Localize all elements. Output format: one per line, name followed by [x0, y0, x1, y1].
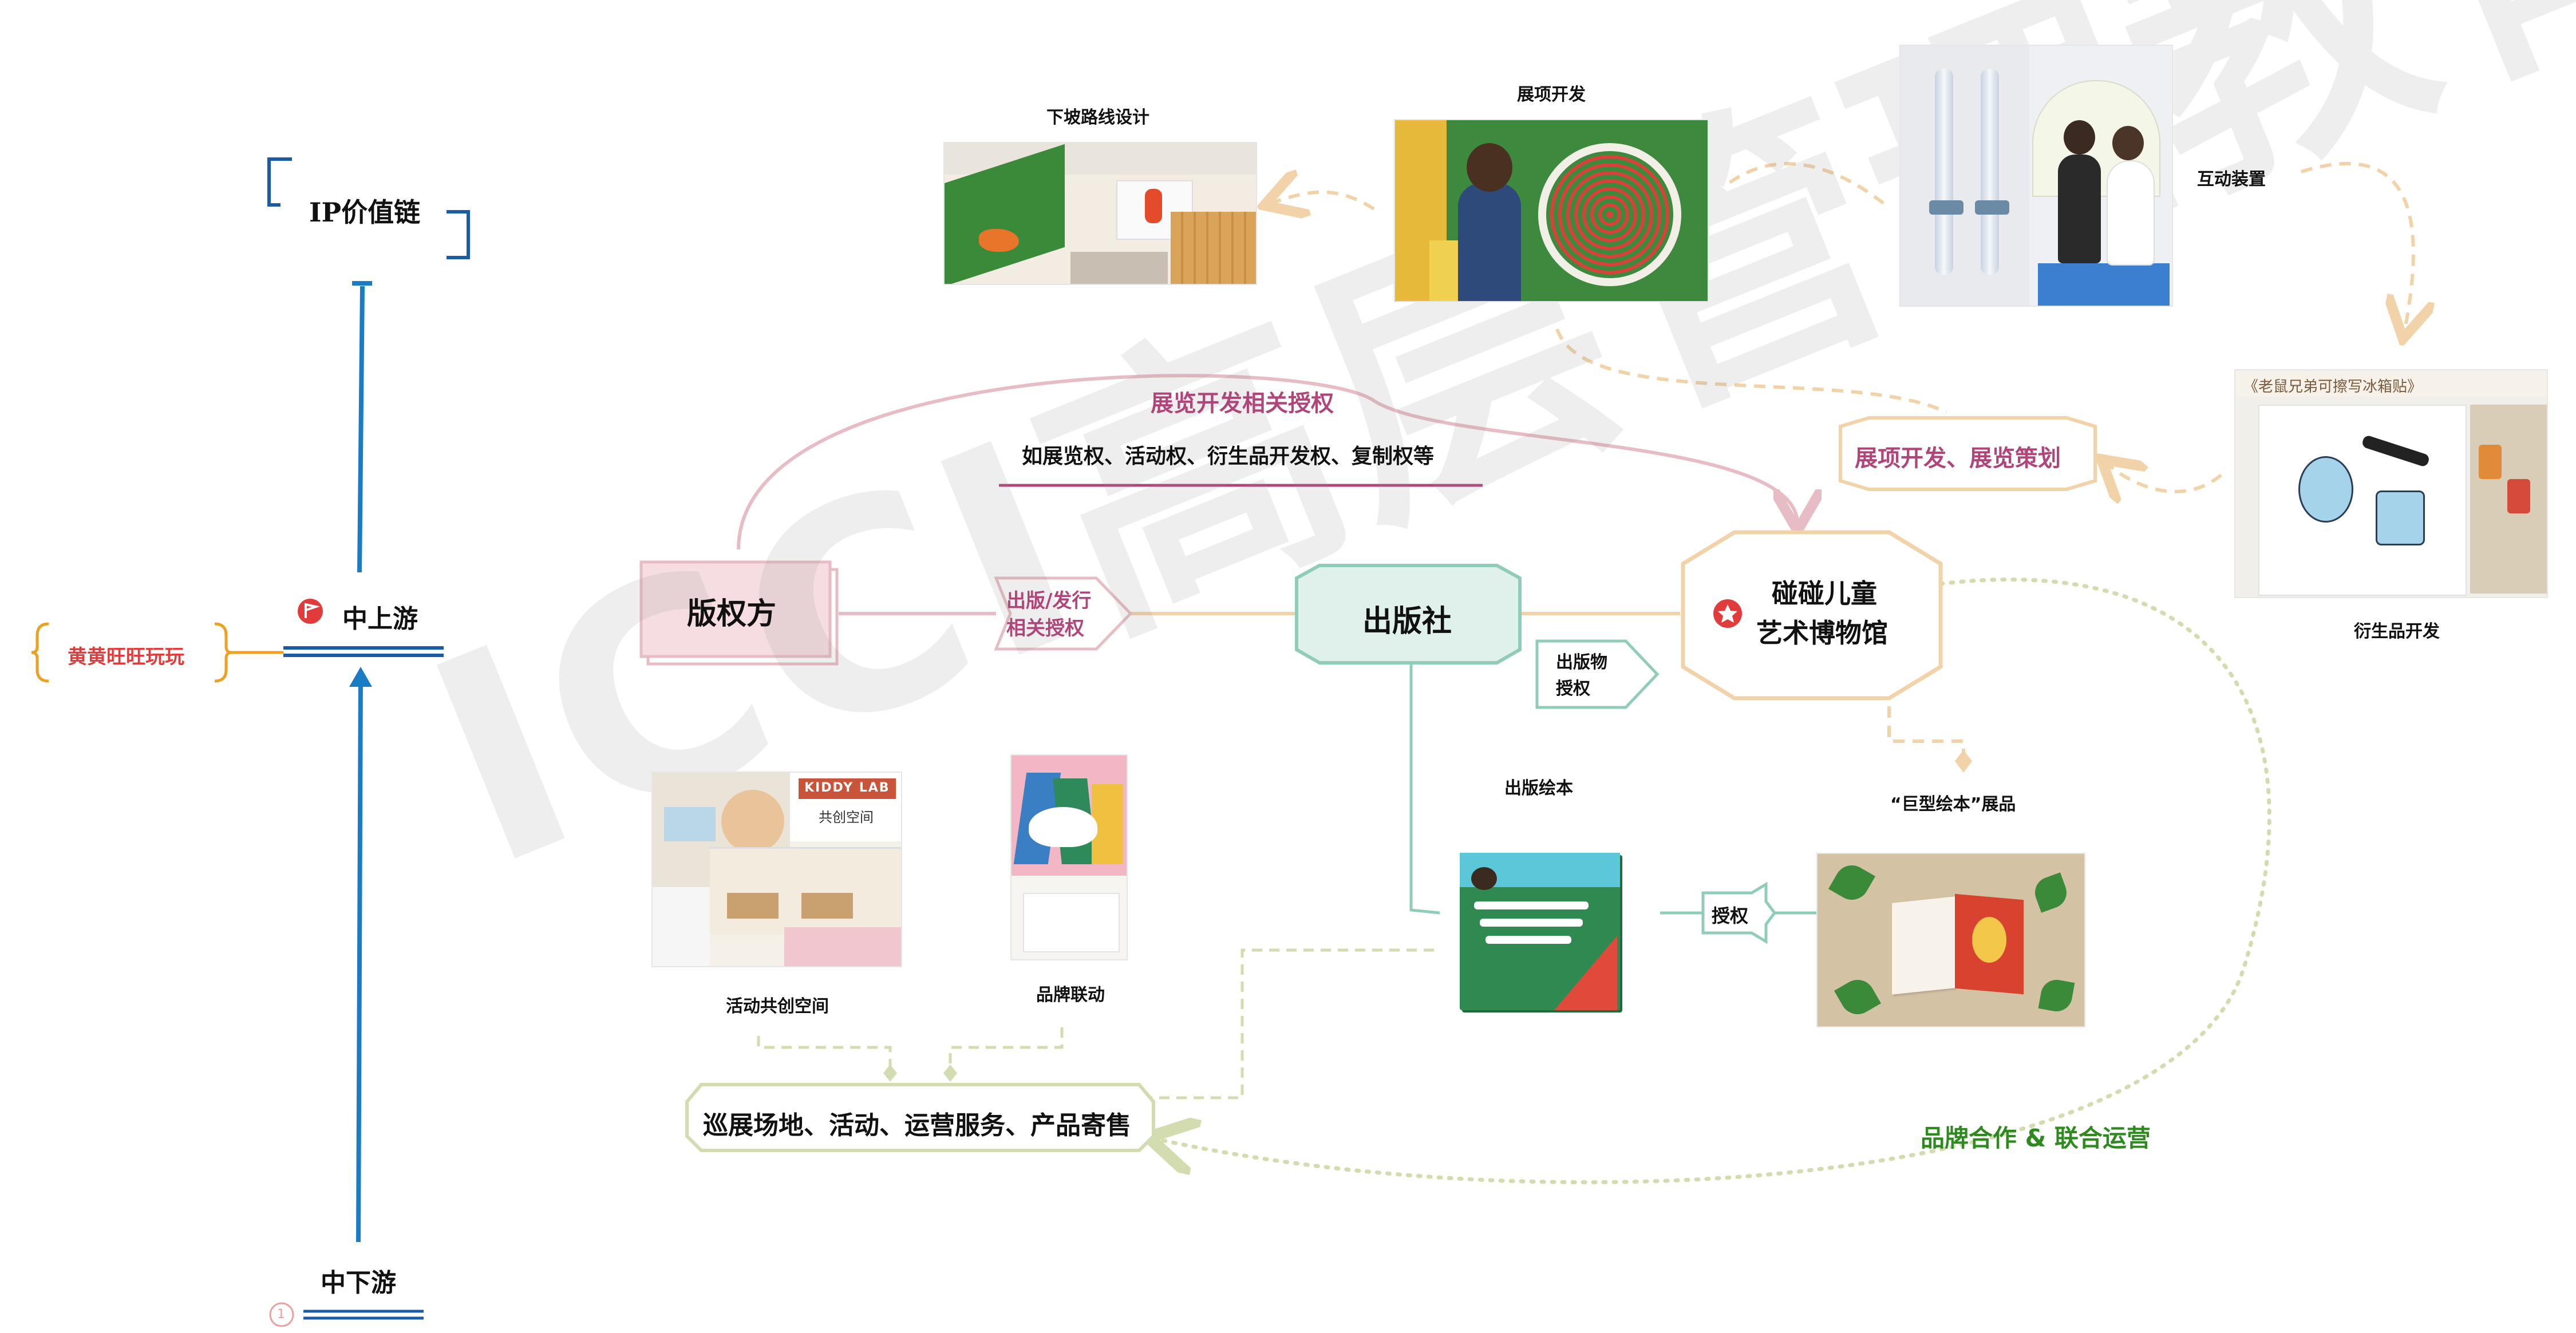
number-marker-text: 1	[277, 1307, 285, 1322]
museum-label-line2: 艺术博物馆	[1756, 618, 1888, 648]
museum-label-line1: 碰碰儿童	[1772, 578, 1877, 609]
chain-bottom-arrowhead	[349, 667, 372, 687]
lower-stream-label: 中下游	[321, 1268, 396, 1298]
exhibit-dev-caption: 展项开发	[1517, 85, 1586, 105]
dash-book-to-venues	[1133, 948, 1434, 1099]
exhibit-dev-photo	[1394, 119, 1709, 302]
publish-license-label-line2: 相关授权	[1006, 617, 1084, 640]
publication-license-arrow-shape[interactable]	[1535, 639, 1660, 709]
giant-book-photo	[1816, 853, 2085, 1027]
dash-space-to-venues	[757, 1036, 892, 1073]
museum-octagon[interactable]	[1681, 530, 1943, 701]
interactive-caption: 互动装置	[2197, 169, 2266, 189]
publish-license-arrow-shape[interactable]	[994, 576, 1133, 651]
kiddy-lab-tag: KIDDY LAB	[804, 781, 890, 795]
slope-route-caption: 下坡路线设计	[1046, 108, 1149, 128]
exhibit-planning-label: 展项开发、展览策划	[1855, 445, 2061, 472]
publisher-to-book-line	[1409, 664, 1440, 915]
brand-link-caption: 品牌联动	[1036, 985, 1105, 1005]
upper-underline	[283, 646, 444, 657]
slope-route-photo	[943, 142, 1257, 285]
venues-box[interactable]	[685, 1083, 1155, 1152]
exhibit-license-detail: 如展览权、活动权、衍生品开发权、复制权等	[1022, 445, 1435, 468]
publication-license-line2: 授权	[1556, 679, 1590, 699]
derivative-photo: 《老鼠兄弟可擦写冰箱贴》	[2234, 369, 2548, 598]
copyright-owner-box[interactable]	[639, 560, 839, 666]
giant-book-caption: “巨型绘本”展品	[1890, 794, 2016, 814]
dash-brandlink-to-venues	[949, 1027, 1064, 1073]
publisher-label: 出版社	[1362, 604, 1452, 639]
dash-exhibit-to-planning	[1555, 329, 1947, 414]
brand-coop-label: 品牌合作 & 联合运营	[1921, 1124, 2151, 1152]
exhibit-license-arc	[737, 374, 1797, 550]
license-arrow-shape[interactable]	[1701, 881, 1777, 944]
dash-interactive-to-exhibit	[1728, 162, 1884, 205]
chain-bottom-arrow	[356, 675, 363, 1243]
museum-label: 碰碰儿童	[1772, 575, 1877, 612]
brand-label: 黄黄旺旺玩玩	[68, 646, 184, 669]
picture-book-photo	[1457, 850, 1623, 1013]
brand-coop-loop	[1156, 577, 2271, 1185]
license-label: 授权	[1712, 905, 1749, 927]
brand-link-photo	[1010, 754, 1128, 960]
derivative-photo-caption: 《老鼠兄弟可擦写冰箱贴》	[2243, 378, 2423, 395]
chain-top-arrow	[357, 286, 365, 573]
picture-book-caption: 出版绘本	[1504, 778, 1573, 798]
ip-value-chain-title: IP价值链	[309, 197, 421, 228]
dash-exhibit-to-slope	[1271, 192, 1375, 209]
dash-museum-to-giant	[1887, 687, 1965, 758]
publication-license-line1: 出版物	[1556, 652, 1607, 673]
interactive-photo	[1899, 45, 2173, 307]
lower-underline	[303, 1310, 424, 1320]
derivative-caption: 衍生品开发	[2354, 622, 2440, 642]
venues-label: 巡展场地、活动、运营服务、产品寄售	[703, 1111, 1131, 1140]
dash-interactive-to-derivative	[2301, 161, 2413, 332]
ip-title-brackets	[267, 157, 470, 259]
copyright-owner-label: 版权方	[687, 597, 777, 631]
exhibit-license-label: 展览开发相关授权	[1151, 390, 1334, 417]
number-marker	[269, 1302, 294, 1327]
publisher-hexagon[interactable]	[1295, 564, 1522, 664]
upper-flag-icon	[298, 599, 323, 624]
kiddy-lab-sub: 共创空间	[819, 809, 874, 825]
dash-derivative-to-planning	[2107, 464, 2222, 492]
publish-license-label-line1: 出版/发行	[1006, 590, 1092, 612]
exhibit-planning-box[interactable]	[1839, 416, 2097, 491]
cocreate-space-photo: KIDDY LAB 共创空间	[651, 772, 902, 967]
cocreate-space-caption: 活动共创空间	[726, 996, 829, 1016]
upper-stream-label: 中上游	[342, 604, 418, 634]
brand-brace	[31, 622, 232, 683]
